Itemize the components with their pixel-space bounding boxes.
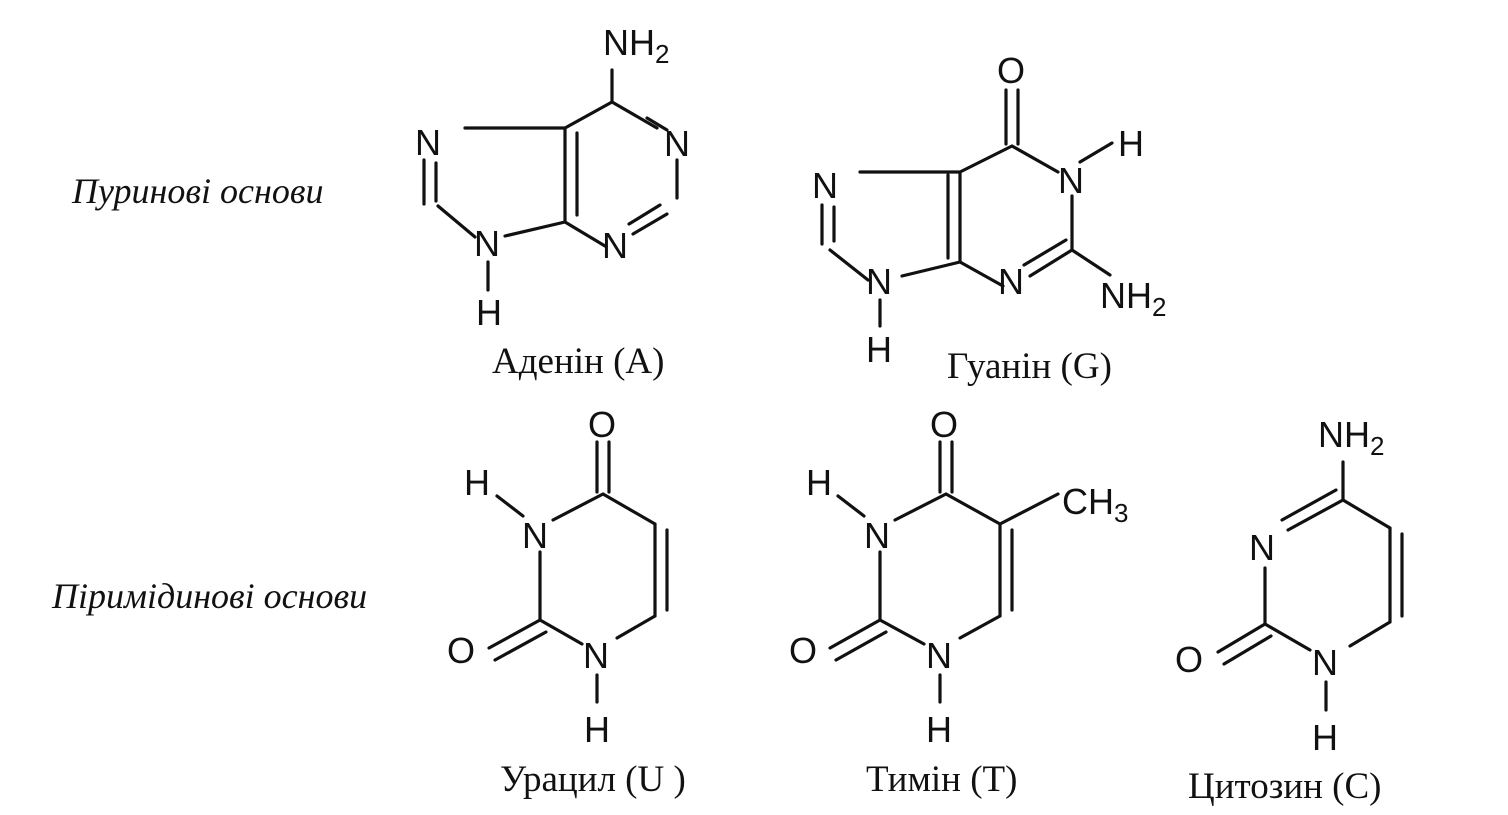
guanine-atom-n7: N [812,165,838,206]
purine-bases-label: Пуринові основи [72,171,324,211]
uracil-atom-o-left: O [447,630,475,671]
adenine-name: Аденін (А) [492,341,665,382]
adenine-structure: NH2 N N N N H [415,22,690,333]
thymine-atom-h-top: H [806,462,832,503]
uracil-atom-n1: N [583,635,609,676]
thymine-atom-ch3: CH3 [1062,481,1128,528]
thymine-atom-o-left: O [789,630,817,671]
thymine-name: Тимін (Т) [866,759,1018,800]
uracil-structure: O H N O N H [447,404,669,750]
cytosine-bonds [1216,460,1404,712]
guanine-atom-n3: N [998,261,1024,302]
uracil-atom-n3: N [522,515,548,556]
uracil-bonds [487,440,669,704]
guanine-atom-h: H [866,329,892,370]
guanine-name: Гуанін (G) [947,346,1112,387]
cytosine-atom-o: O [1175,639,1203,680]
guanine-atom-nh2: NH2 [1100,275,1166,322]
uracil-atom-h-top: H [464,462,490,503]
cytosine-atom-n3: N [1249,527,1275,568]
thymine-atom-o-top: O [930,404,958,445]
guanine-atom-h-top: H [1118,123,1144,164]
adenine-atom-n-bottom: N [602,225,628,266]
thymine-bonds [828,440,1060,704]
thymine-atom-h-bottom: H [926,709,952,750]
cytosine-name: Цитозин (С) [1188,766,1382,807]
adenine-atom-n-right: N [664,123,690,164]
guanine-atom-o: O [997,50,1025,91]
adenine-atom-n9: N [474,223,500,264]
cytosine-atom-n1: N [1312,642,1338,683]
guanine-bonds [820,88,1114,328]
cytosine-structure: NH2 N O N H [1175,414,1404,758]
uracil-atom-o-top: O [588,404,616,445]
adenine-atom-h: H [476,292,502,333]
thymine-atom-n3: N [864,515,890,556]
adenine-bonds [422,68,679,292]
guanine-atom-n9: N [866,261,892,302]
cytosine-atom-nh2: NH2 [1318,414,1384,461]
guanine-structure: O H N N NH2 N N H [812,50,1166,370]
adenine-atom-nh2: NH2 [603,22,669,69]
uracil-name: Урацил (U ) [500,759,686,800]
adenine-atom-n-left: N [415,122,441,163]
cytosine-atom-h: H [1312,717,1338,758]
thymine-structure: O H N CH3 O N H [789,404,1128,750]
pyrimidine-bases-label: Піримідинові основи [52,576,368,616]
uracil-atom-h-bottom: H [584,709,610,750]
guanine-atom-n1: N [1058,160,1084,201]
thymine-atom-n1: N [926,635,952,676]
